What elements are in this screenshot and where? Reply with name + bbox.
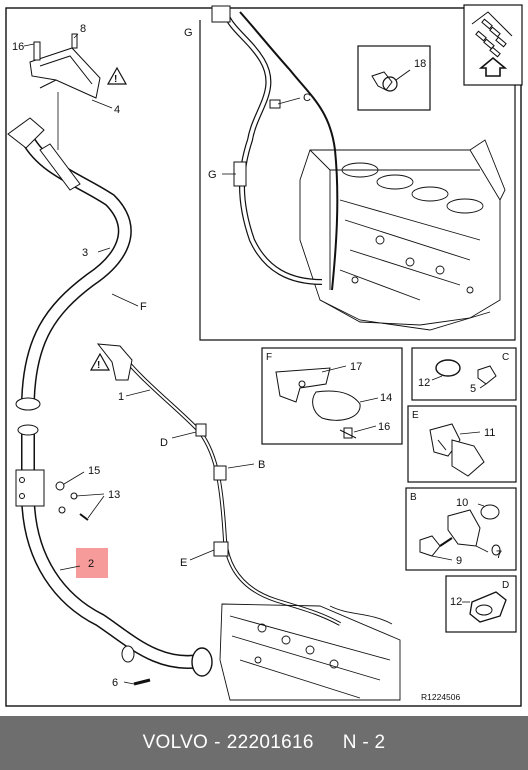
callout-12-d: 12 <box>450 596 462 608</box>
box-label-e: E <box>412 410 419 421</box>
callout-8: 8 <box>80 23 86 35</box>
callout-17: 17 <box>350 361 362 373</box>
engine-block <box>299 139 506 331</box>
callout-12-c: 12 <box>418 377 430 389</box>
dipstick-1 <box>96 343 341 626</box>
detail-box-d: D 12 <box>445 575 517 633</box>
bolts-13-15 <box>55 481 89 521</box>
callout-16-top: 16 <box>12 41 24 53</box>
reference-code: R1224506 <box>421 692 461 702</box>
parts-diagram: G 18 <box>5 4 523 707</box>
outer-frame <box>5 7 522 707</box>
callout-14: 14 <box>380 392 392 404</box>
hose-3 <box>7 117 132 411</box>
box-label-c: C <box>502 352 509 363</box>
detail-box-b: B 10 7 9 <box>405 487 517 571</box>
bracket-4 <box>29 33 101 99</box>
svg-text:!: ! <box>114 74 117 85</box>
callout-13: 13 <box>108 489 120 501</box>
box-label-f: F <box>266 352 272 363</box>
highlight-part-2 <box>76 548 108 578</box>
callout-9: 9 <box>456 555 462 567</box>
label-g-engine: G <box>208 169 217 181</box>
label-b-main: B <box>258 459 265 471</box>
warning-icon: ! <box>89 352 111 371</box>
detail-box-18: 18 <box>357 45 431 111</box>
footer-brand: VOLVO <box>142 732 209 753</box>
label-e-main: E <box>180 557 187 569</box>
callout-5: 5 <box>470 383 476 395</box>
callout-2: 2 <box>88 558 94 570</box>
label-f-main: F <box>140 301 147 313</box>
callout-11: 11 <box>484 427 495 439</box>
callout-3: 3 <box>82 247 88 259</box>
hose-2 <box>15 424 213 677</box>
label-g-main: G <box>184 27 193 39</box>
callout-15: 15 <box>88 465 100 477</box>
warning-icon: ! <box>106 66 128 85</box>
callout-7: 7 <box>496 549 502 561</box>
detail-box-c: C 12 5 <box>411 347 517 401</box>
callout-1: 1 <box>118 391 124 403</box>
bolt-6 <box>133 678 151 686</box>
footer-part-number: 22201616 <box>226 732 314 753</box>
callout-10: 10 <box>456 497 468 509</box>
callout-18: 18 <box>414 58 426 70</box>
label-d-main: D <box>160 437 168 449</box>
box-label-b: B <box>410 492 417 503</box>
orientation-box <box>463 4 523 86</box>
footer-suffix: N - 2 <box>342 732 386 753</box>
lower-engine <box>219 603 401 701</box>
leader-c-engine <box>277 97 301 105</box>
callout-4: 4 <box>114 104 120 116</box>
callout-16-box: 16 <box>378 421 390 433</box>
footer-separator: - <box>214 732 221 753</box>
engine-inset-frame <box>199 20 516 341</box>
detail-box-f: F 17 14 16 <box>261 347 403 445</box>
box-label-d: D <box>502 580 509 591</box>
callout-6: 6 <box>112 677 118 689</box>
footer-bar: VOLVO - 22201616 N - 2 <box>0 716 528 770</box>
engine-oil-pipes <box>211 5 339 291</box>
detail-box-e: E 11 <box>407 405 517 483</box>
svg-text:!: ! <box>97 360 100 371</box>
label-c-engine: C <box>303 92 311 104</box>
